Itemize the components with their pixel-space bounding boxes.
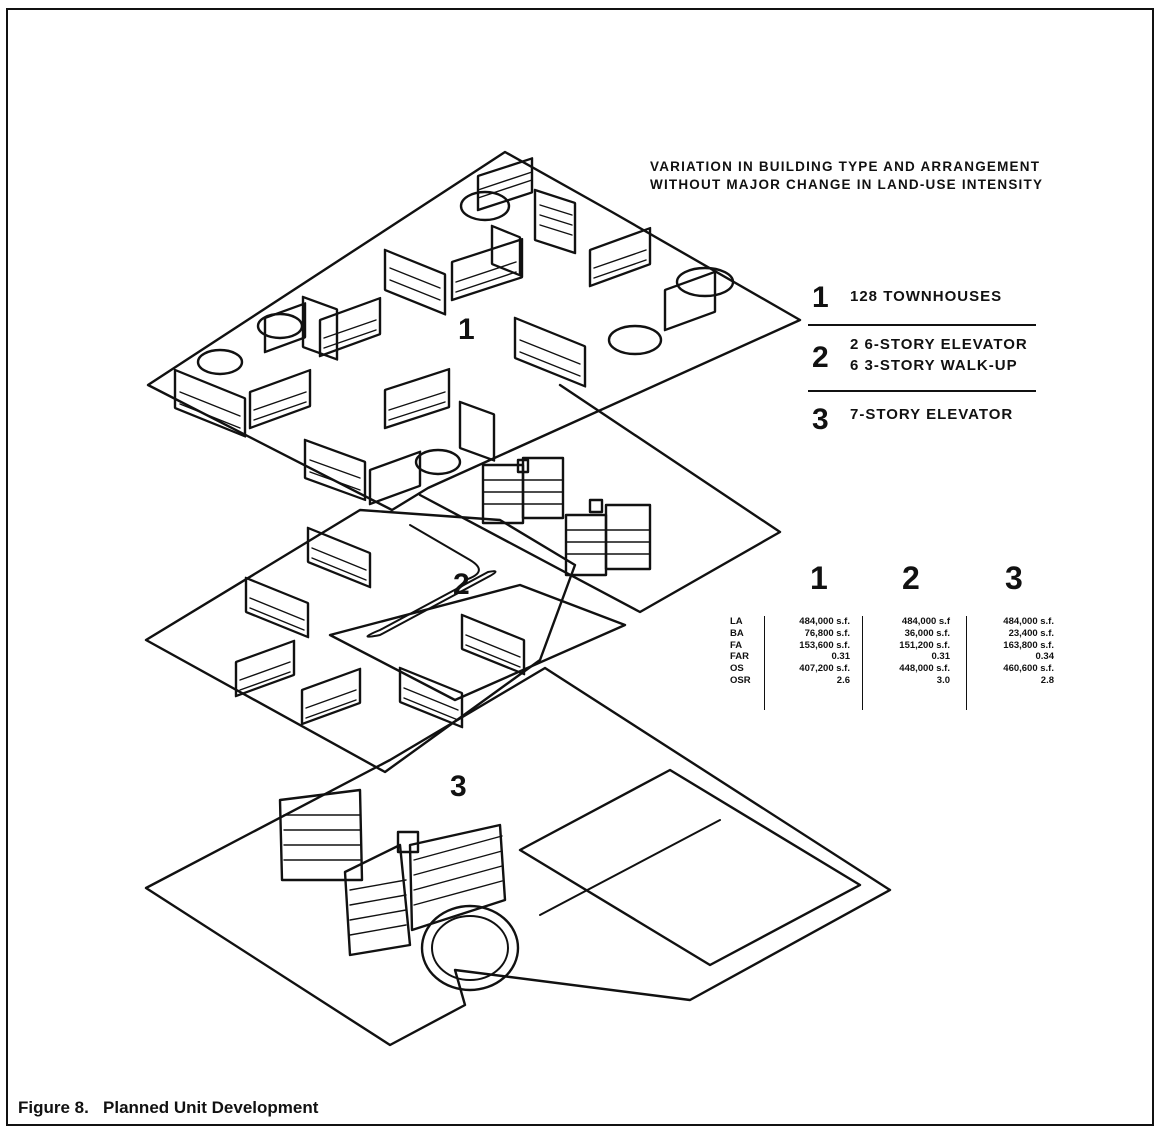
elevator-tower [483,458,563,523]
table-column-head-3: 3 [1005,562,1023,594]
townhouse-cluster [461,158,575,253]
row-label: OS [730,663,760,675]
table-cell: 153,600 s.f. [770,640,850,652]
table-column-rule [862,616,863,710]
table-cell: 448,000 s.f. [868,663,950,675]
table-column-head-1: 1 [810,562,828,594]
plan-3-number: 3 [450,772,467,802]
table-cell: 2.8 [972,675,1054,687]
legend-number-3: 3 [812,405,829,435]
figure-number: Figure 8. [18,1098,89,1118]
legend-3-line-1: 7-STORY ELEVATOR [850,406,1013,423]
table-cell: 460,600 s.f. [972,663,1054,675]
plan-2-number: 2 [453,570,470,600]
site-plan-1-lower-edge [420,385,780,612]
legend-number-1: 1 [812,283,829,313]
legend-2-line-2: 6 3-STORY WALK-UP [850,357,1018,374]
legend-2-line-1: 2 6-STORY ELEVATOR [850,336,1028,353]
table-cell: 484,000 s.f. [770,616,850,628]
legend-text-2: 2 6-STORY ELEVATOR 6 3-STORY WALK-UP [850,334,1028,376]
legend-text-3: 7-STORY ELEVATOR [850,404,1013,425]
legend-divider [808,324,1036,326]
site-plan-2-inner-road [330,585,625,700]
table-cell: 0.31 [868,651,950,663]
heading-line-2: WITHOUT MAJOR CHANGE IN LAND-USE INTENSI… [650,177,1043,192]
row-label: FAR [730,651,760,663]
plan-1-number: 1 [458,315,475,345]
legend-text-1: 128 TOWNHOUSES [850,286,1002,307]
table-column-1: 484,000 s.f. 76,800 s.f. 153,600 s.f. 0.… [770,616,850,687]
table-cell: 484,000 s.f [868,616,950,628]
row-label: BA [730,628,760,640]
legend-divider [808,390,1036,392]
row-label: OSR [730,675,760,687]
table-column-head-2: 2 [902,562,920,594]
table-cell: 3.0 [868,675,950,687]
table-column-rule [966,616,967,710]
townhouse-cluster [305,369,494,504]
table-row-labels: LA BA FA FAR OS OSR [730,616,760,687]
seven-story-building [280,790,505,955]
elevator-tower [566,500,650,575]
table-cell: 76,800 s.f. [770,628,850,640]
heading-line-1: VARIATION IN BUILDING TYPE AND ARRANGEME… [650,159,1040,174]
table-column-3: 484,000 s.f. 23,400 s.f. 163,800 s.f. 0.… [972,616,1054,687]
table-cell: 163,800 s.f. [972,640,1054,652]
table-cell: 0.34 [972,651,1054,663]
site-plan-1 [148,152,800,612]
table-cell: 36,000 s.f. [868,628,950,640]
table-cell: 407,200 s.f. [770,663,850,675]
figure-title: Planned Unit Development [103,1098,318,1118]
townhouse-cluster [175,350,310,436]
table-column-rule [764,616,765,710]
table-cell: 484,000 s.f. [972,616,1054,628]
townhouse-cluster [515,228,733,386]
table-cell: 0.31 [770,651,850,663]
table-cell: 151,200 s.f. [868,640,950,652]
turnaround-circle [422,906,518,990]
legend-number-2: 2 [812,343,829,373]
table-cell: 23,400 s.f. [972,628,1054,640]
walk-up-building [302,669,360,724]
table-column-2: 484,000 s.f 36,000 s.f. 151,200 s.f. 0.3… [868,616,950,687]
legend-1-line-1: 128 TOWNHOUSES [850,288,1002,305]
figure-caption: Figure 8. Planned Unit Development [18,1098,318,1118]
walk-up-building [246,578,308,637]
townhouse-cluster [385,226,522,314]
site-plan-3 [146,668,890,1045]
diagram-heading: VARIATION IN BUILDING TYPE AND ARRANGEME… [650,158,1043,194]
row-label: FA [730,640,760,652]
site-plan-3-outline [146,668,890,1045]
row-label: LA [730,616,760,628]
townhouse-cluster [258,297,380,359]
walk-up-building [236,641,294,696]
table-cell: 2.6 [770,675,850,687]
walk-up-building [462,615,524,674]
